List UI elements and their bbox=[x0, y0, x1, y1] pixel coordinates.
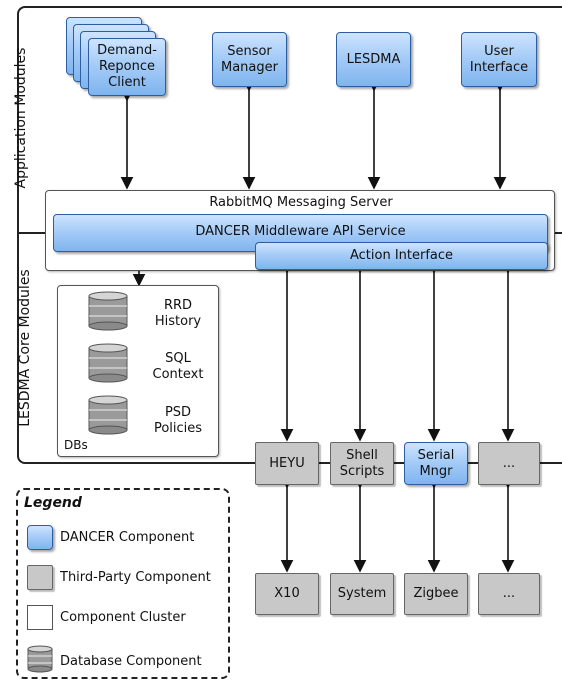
legend-cluster-label: Component Cluster bbox=[60, 610, 186, 625]
legend-third-party-label: Third-Party Component bbox=[60, 570, 211, 585]
database-icon bbox=[88, 395, 128, 435]
database-icon bbox=[88, 291, 128, 331]
driver-heyu[interactable]: HEYU bbox=[255, 442, 319, 485]
device-more[interactable]: ... bbox=[478, 573, 540, 615]
demand-response-client-box[interactable]: Demand- Reponce Client bbox=[88, 38, 166, 96]
legend-dancer-label: DANCER Component bbox=[60, 530, 195, 545]
legend-dancer-swatch bbox=[27, 525, 53, 550]
driver-serial-mngr[interactable]: Serial Mngr bbox=[404, 442, 468, 485]
legend-box: Legend DANCER Component Third-Party Comp… bbox=[16, 488, 230, 679]
device-zigbee[interactable]: Zigbee bbox=[404, 573, 468, 615]
database-icon bbox=[88, 343, 128, 383]
driver-shell-scripts[interactable]: Shell Scripts bbox=[330, 442, 394, 485]
legend-cluster-swatch bbox=[27, 605, 53, 630]
db-sql-context: SQL Context bbox=[152, 351, 204, 382]
legend-database-icon bbox=[27, 645, 53, 673]
user-interface-box[interactable]: User Interface bbox=[461, 32, 537, 87]
sensor-manager-box[interactable]: Sensor Manager bbox=[212, 32, 287, 87]
legend-third-party-swatch bbox=[27, 565, 53, 590]
rabbitmq-label: RabbitMQ Messaging Server bbox=[209, 195, 393, 210]
legend-database-label: Database Component bbox=[60, 654, 202, 669]
db-cluster-label: DBs bbox=[64, 438, 88, 452]
db-cluster: DBs bbox=[57, 285, 219, 457]
lesdma-box[interactable]: LESDMA bbox=[336, 32, 411, 87]
db-rrd-history: RRD History bbox=[154, 298, 202, 329]
db-psd-policies: PSD Policies bbox=[153, 405, 203, 436]
device-x10[interactable]: X10 bbox=[255, 573, 319, 615]
driver-more[interactable]: ... bbox=[478, 442, 540, 485]
legend-title: Legend bbox=[24, 495, 82, 511]
device-system[interactable]: System bbox=[330, 573, 394, 615]
action-interface-box[interactable]: Action Interface bbox=[255, 242, 548, 270]
